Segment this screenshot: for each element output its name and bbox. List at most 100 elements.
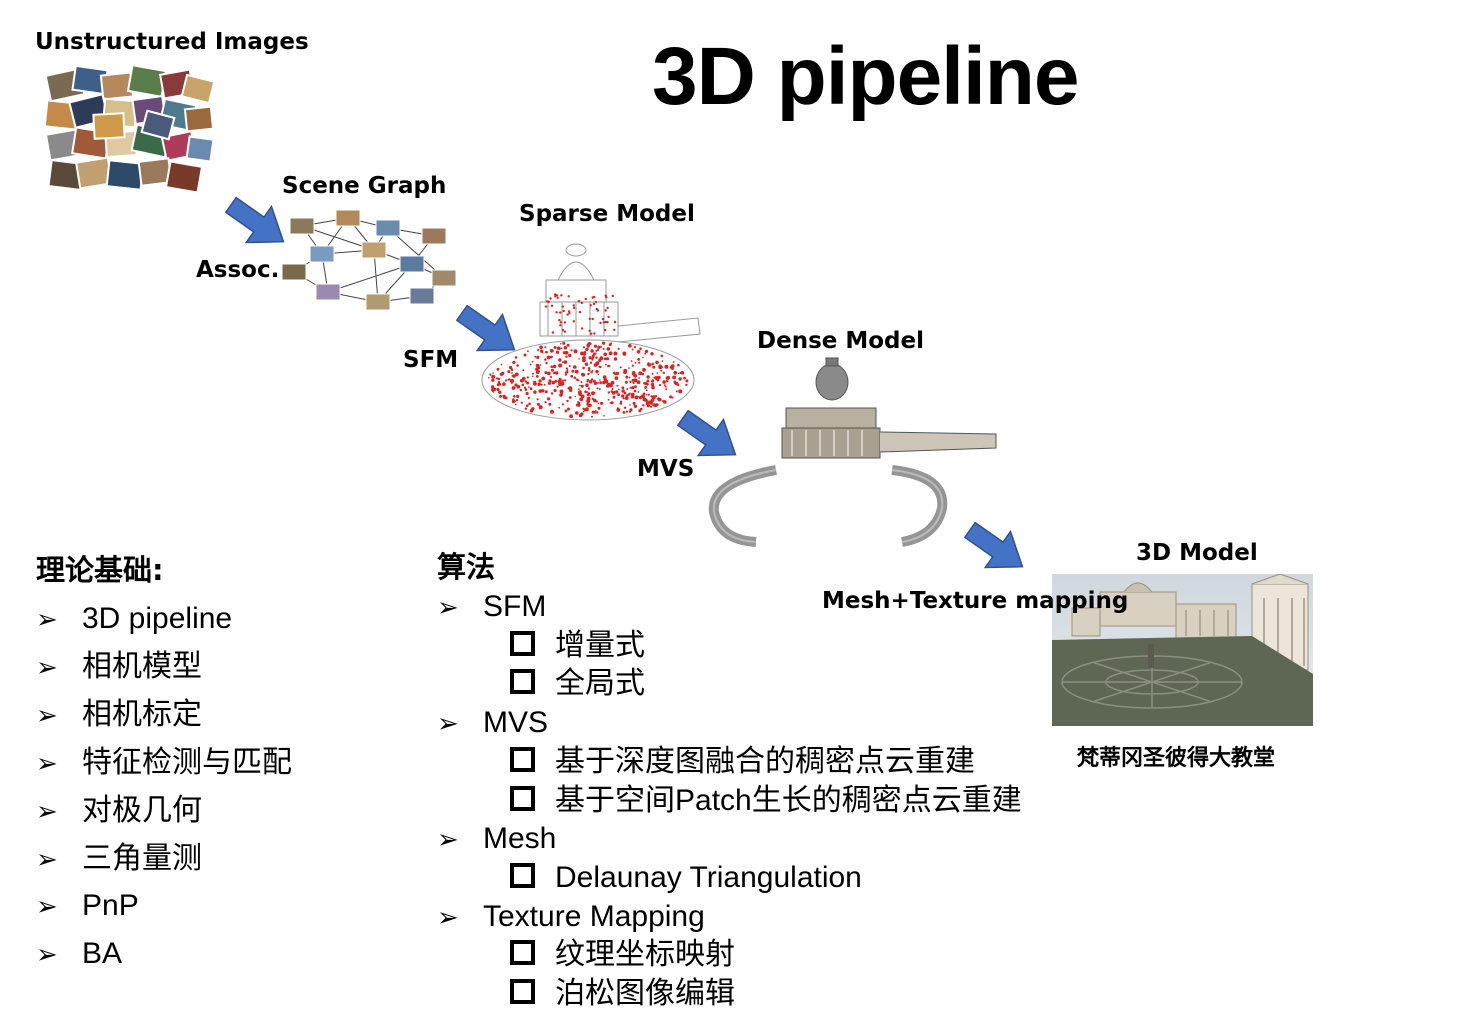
sparse-point — [507, 370, 511, 374]
sparse-point — [603, 415, 605, 417]
algorithm-item-label: Mesh — [483, 822, 557, 855]
sparse-point — [538, 379, 542, 383]
sparse-point — [508, 378, 511, 381]
sparse-point — [510, 382, 513, 384]
sparse-point — [551, 380, 556, 385]
sparse-point — [560, 294, 563, 297]
sparse-point — [525, 391, 529, 396]
sparse-point — [634, 361, 637, 364]
sparse-point — [637, 395, 639, 398]
sparse-point — [642, 368, 646, 372]
sparse-point — [654, 404, 658, 408]
sparse-point — [611, 388, 614, 391]
sparse-point — [637, 358, 640, 361]
sparse-point — [638, 396, 642, 400]
sparse-point — [677, 383, 680, 387]
sparse-point — [565, 367, 568, 370]
sparse-point — [598, 388, 601, 390]
sparse-point — [603, 352, 607, 357]
algorithm-item: ➢SFM — [437, 592, 546, 622]
sparse-point — [519, 379, 523, 382]
theory-item-label: BA — [82, 937, 123, 970]
sparse-point — [615, 371, 620, 376]
sparse-point — [595, 356, 598, 359]
sparse-point — [562, 351, 566, 355]
sparse-point — [645, 389, 648, 392]
sparse-point — [567, 310, 571, 313]
arrow-bullet-icon: ➢ — [437, 902, 459, 932]
sparse-point — [558, 363, 563, 368]
sparse-point — [496, 367, 500, 371]
sparse-point — [629, 380, 632, 383]
sparse-point — [577, 388, 580, 390]
sparse-point — [561, 380, 564, 382]
sparse-point — [578, 358, 580, 360]
sparse-point — [529, 387, 533, 391]
sparse-point — [602, 347, 605, 350]
arrow-bullet-icon: ➢ — [437, 824, 459, 854]
sparse-point — [591, 415, 593, 418]
sparse-point — [597, 373, 600, 376]
sparse-point — [666, 380, 669, 383]
sparse-point — [675, 390, 678, 393]
sparse-point — [664, 364, 669, 369]
sparse-point — [555, 294, 559, 297]
sparse-point — [533, 380, 535, 383]
theory-item-label: 3D pipeline — [82, 602, 233, 635]
sparse-point — [561, 305, 564, 308]
sparse-point — [526, 376, 529, 379]
arrow-bullet-icon: ➢ — [36, 604, 58, 634]
sparse-point — [510, 368, 514, 371]
sparse-point — [578, 310, 582, 314]
sparse-point — [632, 381, 635, 384]
sparse-point — [604, 320, 607, 324]
sparse-points — [488, 293, 689, 419]
sparse-point — [597, 406, 601, 410]
sparse-point — [669, 365, 674, 369]
sparse-point — [642, 404, 645, 407]
sparse-point — [527, 396, 530, 399]
sparse-point — [583, 351, 587, 354]
sparse-point — [604, 328, 607, 332]
sparse-point — [671, 396, 674, 399]
sparse-point — [596, 348, 599, 351]
square-bullet-icon — [510, 669, 535, 694]
sparse-point — [599, 365, 602, 369]
sparse-point — [647, 363, 652, 367]
sparse-point — [607, 391, 610, 394]
sparse-point — [500, 363, 503, 366]
sparse-point — [662, 380, 666, 384]
sparse-point — [651, 379, 654, 382]
theory-item: ➢ 3D pipeline — [36, 604, 232, 634]
sparse-point — [522, 376, 526, 381]
sparse-point — [594, 410, 597, 412]
sparse-point — [601, 318, 605, 321]
sparse-point — [613, 351, 618, 356]
sparse-point — [539, 364, 542, 366]
sparse-point — [610, 401, 614, 405]
sparse-point — [588, 356, 592, 360]
sparse-point — [661, 360, 664, 362]
sparse-point — [579, 397, 584, 402]
sparse-point — [561, 403, 565, 406]
sparse-point — [548, 402, 552, 406]
sparse-point — [559, 324, 562, 327]
sparse-point — [621, 386, 625, 390]
sparse-point — [544, 401, 547, 404]
sparse-point — [523, 386, 526, 389]
sparse-point — [516, 394, 520, 398]
sparse-point — [514, 372, 519, 377]
algorithm-subitem: 增量式 — [510, 631, 645, 661]
sparse-point — [531, 407, 535, 411]
sparse-point — [628, 344, 632, 348]
algorithm-subitem: 泊松图像编辑 — [510, 979, 735, 1009]
sparse-point — [566, 343, 570, 347]
sparse-point — [631, 392, 635, 397]
algorithm-item-label: MVS — [483, 706, 549, 739]
algorithm-subitem: 纹理坐标映射 — [510, 940, 735, 970]
sparse-point — [636, 380, 641, 384]
sparse-point — [651, 372, 654, 375]
sparse-point — [590, 371, 593, 374]
sparse-point — [622, 397, 625, 400]
sparse-point — [559, 321, 562, 324]
